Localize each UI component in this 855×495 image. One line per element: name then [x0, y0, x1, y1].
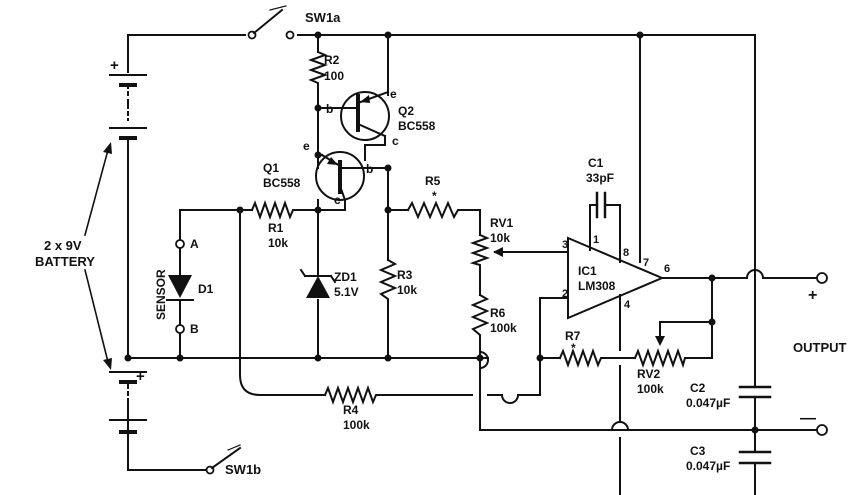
r7-name: R7 — [565, 329, 581, 343]
resistor-r3 — [378, 258, 398, 306]
rv2-value: 100k — [637, 382, 664, 396]
r2-name: R2 — [324, 53, 340, 67]
c2-value: 0.047µF — [686, 396, 730, 410]
rv2-name: RV2 — [637, 367, 660, 381]
transistor-q1 — [315, 151, 365, 202]
output-minus: — — [800, 410, 816, 427]
output-terminals — [816, 272, 828, 436]
r4-value: 100k — [343, 418, 370, 432]
c3-value: 0.047µF — [686, 459, 730, 473]
ic1-pin3: 3 — [562, 239, 568, 251]
battery-label-1: 2 x 9V — [44, 238, 82, 253]
r2-value: 100 — [324, 69, 344, 83]
q1-name: Q1 — [263, 161, 279, 175]
r7-mark: * — [571, 341, 576, 355]
q1-type: BC558 — [263, 176, 301, 190]
r3-name: R3 — [397, 268, 413, 282]
r5-name: R5 — [425, 174, 441, 188]
ic1-pin2: 2 — [562, 288, 568, 300]
ic1-pin8: 8 — [623, 247, 629, 259]
ic1-pin6: 6 — [664, 263, 670, 275]
q1-c: c — [334, 193, 341, 207]
sw1a-label: SW1a — [305, 10, 341, 25]
battery-plus-bottom: + — [136, 368, 145, 385]
c1-name: C1 — [588, 156, 604, 170]
wires — [127, 34, 821, 495]
ic1-name: IC1 — [578, 264, 597, 278]
potentiometer-rv1 — [469, 233, 503, 271]
resistor-r7 — [558, 348, 606, 368]
capacitor-c2 — [738, 385, 772, 399]
r6-name: R6 — [490, 306, 506, 320]
q2-b: b — [326, 102, 333, 116]
q1-b: b — [366, 162, 373, 176]
junction-dots — [124, 31, 759, 434]
sw1b-label: SW1b — [225, 462, 261, 477]
r3-value: 10k — [397, 283, 417, 297]
sensor-a-label: A — [190, 237, 199, 251]
c1-value: 33pF — [586, 171, 614, 185]
r1-name: R1 — [268, 221, 284, 235]
rv1-name: RV1 — [490, 216, 513, 230]
battery — [84, 74, 147, 471]
ic1-pin7: 7 — [643, 257, 649, 269]
labels: SW1a SW1b + + 2 x 9V BATTERY A B D1 SENS… — [35, 10, 847, 477]
r4-name: R4 — [343, 403, 359, 417]
diode-d1 — [166, 239, 194, 334]
transistor-q2 — [335, 90, 390, 141]
d1-label: D1 — [198, 282, 214, 296]
resistor-r2 — [308, 50, 328, 91]
r5-mark: * — [432, 189, 437, 203]
battery-plus-top: + — [110, 57, 119, 74]
rv1-value: 10k — [490, 231, 510, 245]
q2-type: BC558 — [398, 119, 436, 133]
sensor-b-label: B — [190, 322, 199, 336]
resistor-r5 — [406, 200, 463, 220]
capacitor-c3 — [738, 450, 772, 465]
q2-e: e — [390, 87, 397, 101]
switch-sw1b — [205, 444, 242, 475]
c2-name: C2 — [690, 381, 706, 395]
ic1-pin1: 1 — [593, 234, 599, 246]
opamp-ic1 — [567, 236, 665, 320]
zener-zd1 — [299, 267, 337, 298]
capacitor-c1 — [595, 191, 607, 219]
potentiometer-rv2 — [633, 336, 691, 369]
switch-sw1a — [247, 5, 295, 40]
resistor-r4 — [323, 385, 381, 405]
r1-value: 10k — [268, 236, 288, 250]
zd1-name: ZD1 — [334, 270, 357, 284]
ic1-pin4: 4 — [624, 299, 631, 311]
output-label: OUTPUT — [793, 340, 847, 355]
zd1-value: 5.1V — [334, 285, 359, 299]
ic1-type: LM308 — [578, 279, 616, 293]
q2-name: Q2 — [398, 104, 414, 118]
output-plus: + — [808, 287, 817, 304]
r6-value: 100k — [490, 321, 517, 335]
battery-label-2: BATTERY — [35, 254, 95, 269]
sensor-label: SENSOR — [154, 269, 168, 320]
c3-name: C3 — [690, 444, 706, 458]
resistor-r6 — [470, 293, 490, 341]
resistor-r1 — [250, 200, 299, 220]
q1-e: e — [303, 139, 310, 153]
q2-c: c — [392, 134, 399, 148]
